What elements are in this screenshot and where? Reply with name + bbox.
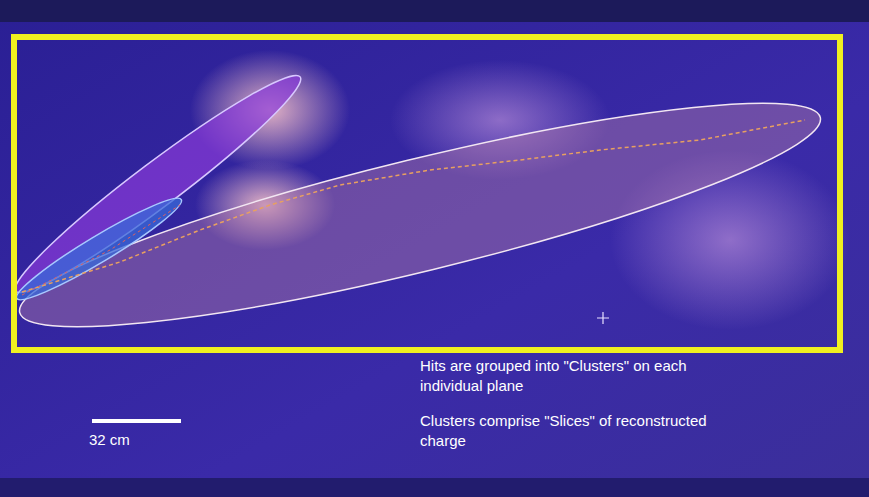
annotation-note: Clusters comprise "Slices" of reconstruc…: [420, 411, 720, 452]
cluster-ellipse: [3, 59, 314, 308]
scale-label: 32 cm: [89, 430, 130, 450]
highlight-frame: [14, 37, 840, 350]
screen-edge: [0, 0, 869, 22]
annotation-note: Hits are grouped into "Clusters" on each…: [420, 356, 720, 397]
track-line: [22, 120, 805, 292]
cluster-ellipse: [10, 188, 188, 309]
cursor-mark: [597, 312, 609, 324]
scale-bar: [92, 419, 181, 423]
track-line: [22, 205, 180, 295]
screen-edge: [0, 478, 869, 497]
